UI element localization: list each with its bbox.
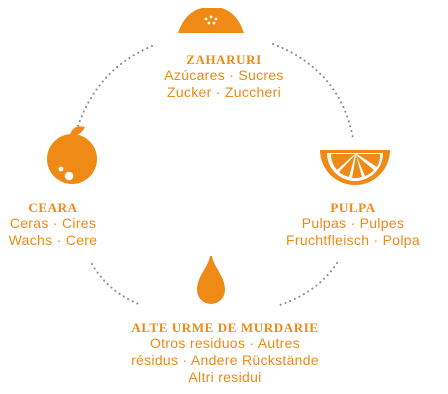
orange-fruit-icon — [47, 126, 97, 184]
arc-top-right — [272, 43, 354, 139]
node-sugars: ZAHARURI Azúcares · Sucres Zucker · Zucc… — [124, 52, 324, 101]
sugar-pile-icon — [178, 8, 244, 33]
orange-slice-icon — [320, 150, 390, 185]
node-sugars-line-2: Zucker · Zuccheri — [166, 84, 281, 100]
node-waxes: CEARA Ceras · Cires Wachs · Cere — [0, 200, 106, 249]
node-pulp-title: PULPA — [330, 200, 376, 215]
node-pulp: PULPA Pulpas · Pulpes Fruchtfleisch · Po… — [258, 200, 448, 249]
node-waxes-line-2: Wachs · Cere — [8, 232, 98, 248]
node-other-residues-line-1: Otros residuos · Autres — [149, 335, 301, 351]
node-other-residues-line-3: Altri residui — [188, 369, 262, 385]
node-waxes-line-1: Ceras · Cires — [9, 215, 97, 231]
node-sugars-title: ZAHARURI — [186, 52, 262, 67]
node-other-residues-title: ALTE URME DE MURDARIE — [131, 320, 319, 335]
arc-right-bottom — [279, 262, 338, 306]
drop-icon — [197, 256, 225, 304]
node-other-residues: ALTE URME DE MURDARIE Otros residuos · A… — [60, 320, 390, 386]
node-sugars-line-1: Azúcares · Sucres — [164, 67, 284, 83]
node-waxes-title: CEARA — [28, 200, 78, 215]
arc-left-bottom — [91, 263, 142, 306]
node-pulp-line-1: Pulpas · Pulpes — [301, 215, 405, 231]
connector-arcs — [75, 43, 354, 306]
node-other-residues-line-2: résidus · Andere Rückstände — [131, 352, 319, 368]
node-pulp-line-2: Fruchtfleisch · Polpa — [286, 232, 420, 248]
